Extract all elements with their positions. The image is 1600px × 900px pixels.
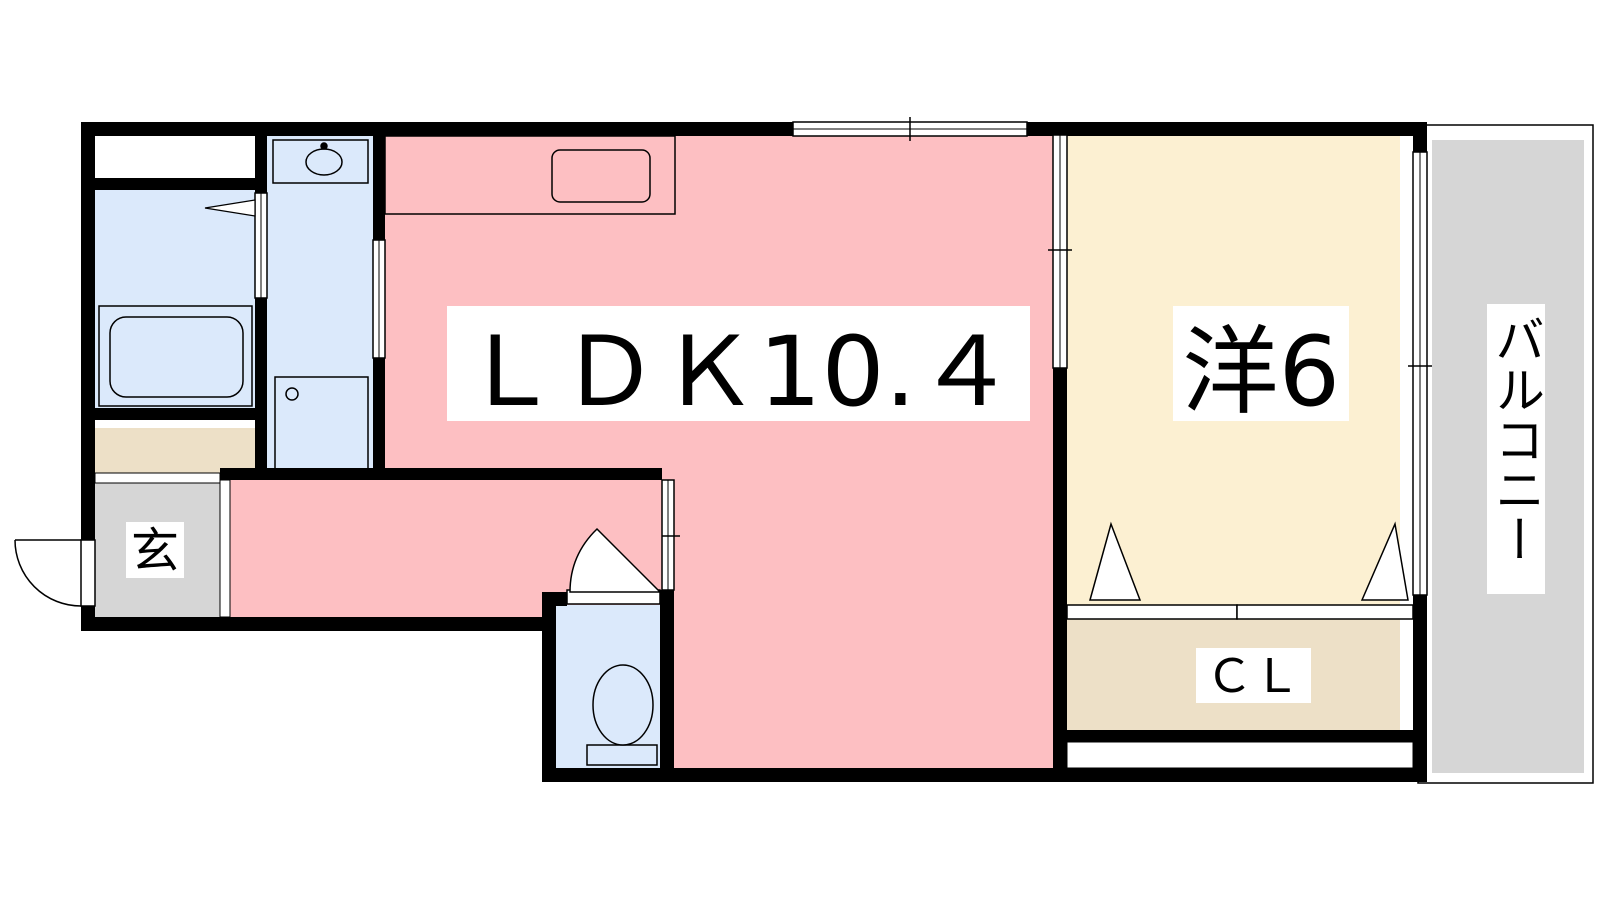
ldk-label-bg [447, 306, 1030, 421]
closet-doors [1066, 521, 1414, 620]
balcony-label: バルコニー [1487, 314, 1545, 564]
western-room-label: 洋6 [1182, 316, 1340, 428]
washing-machine-icon [274, 376, 369, 471]
entrance-label-bg [126, 522, 184, 578]
upper-storage [95, 136, 255, 178]
closet-label-bg [1196, 648, 1311, 703]
entrance-door [14, 539, 96, 607]
bathroom-door [254, 192, 268, 299]
toilet-icon [586, 664, 658, 766]
hallway-door [661, 479, 680, 591]
closet-label: ＣＬ [1206, 649, 1301, 703]
ldk-lower-area [660, 468, 1060, 768]
shower-icon [204, 199, 256, 217]
entrance-step [94, 472, 221, 484]
balcony-window [1408, 151, 1432, 596]
bathroom-area [95, 190, 255, 408]
storage-shelf-area [95, 428, 255, 473]
entrance-step-side [219, 479, 231, 618]
washroom-area [265, 135, 373, 472]
walls [81, 122, 1427, 782]
closet-lower-shelf [1066, 741, 1414, 769]
kitchen-counter [384, 135, 676, 215]
washroom-door [372, 239, 386, 359]
entrance-label: 玄 [131, 523, 179, 579]
toilet-door [566, 527, 662, 605]
western-room-label-bg [1173, 306, 1349, 421]
bathtub-icon [98, 305, 253, 407]
partition-sliding-door [1048, 134, 1072, 369]
wash-basin-icon [272, 139, 369, 184]
balcony-label-bg [1487, 304, 1545, 594]
ldk-label: ＬＤＫ10.４ [461, 316, 1016, 428]
top-window [792, 117, 1028, 141]
